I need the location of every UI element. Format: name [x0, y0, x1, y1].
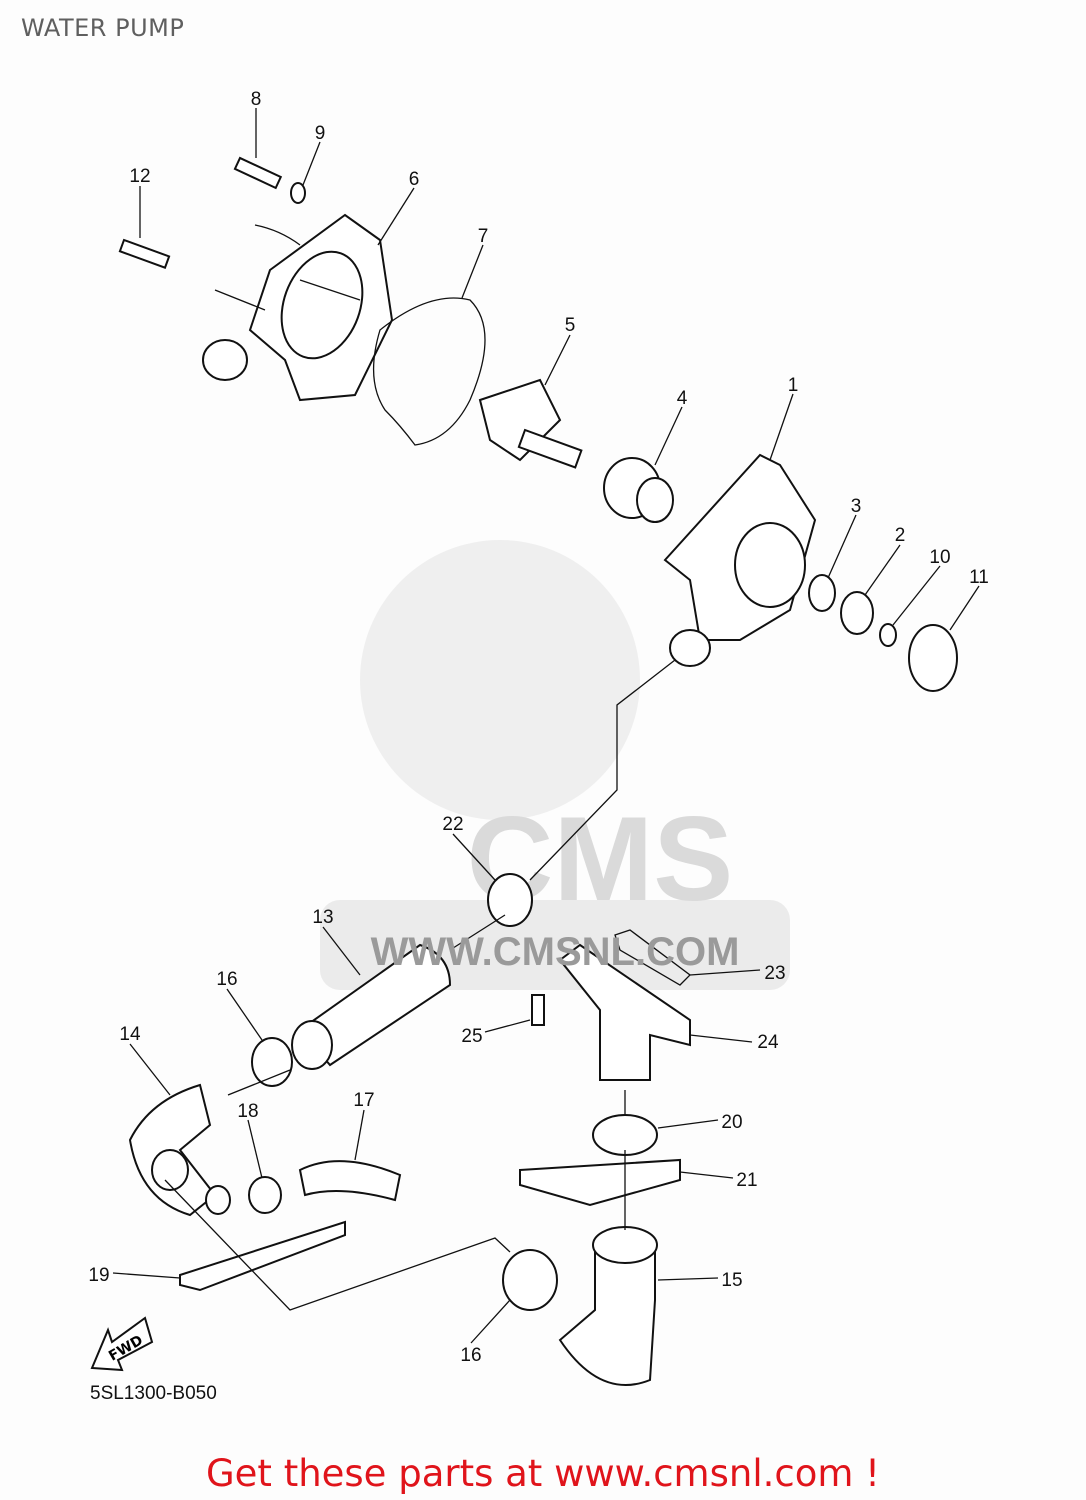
clamp-16b[interactable]	[502, 1249, 558, 1311]
page-title: WATER PUMP	[21, 14, 185, 42]
impeller-5[interactable]	[478, 378, 583, 469]
circlip-10[interactable]	[879, 623, 897, 647]
callout-1[interactable]: 1	[788, 375, 799, 396]
callout-6[interactable]: 6	[409, 169, 420, 190]
fwd-arrow-icon: FWD	[90, 1316, 154, 1372]
clamp-16a[interactable]	[251, 1037, 293, 1087]
callout-20[interactable]: 20	[721, 1112, 742, 1133]
callout-25[interactable]: 25	[461, 1026, 482, 1047]
callout-3[interactable]: 3	[851, 496, 862, 517]
callout-16[interactable]: 16	[216, 969, 237, 990]
pump-housing-1[interactable]	[663, 453, 817, 667]
bolt-12[interactable]	[118, 238, 171, 269]
callout-14[interactable]: 14	[119, 1024, 141, 1045]
footer-link[interactable]: Get these parts at www.cmsnl.com !	[205, 1452, 880, 1495]
callout-11[interactable]: 11	[969, 567, 989, 588]
hose-17[interactable]	[298, 1160, 402, 1202]
bracket-19[interactable]	[179, 1220, 346, 1292]
watermark: CMS	[320, 540, 790, 990]
callout-23[interactable]: 23	[764, 963, 785, 984]
callout-13[interactable]: 13	[312, 907, 333, 928]
callout-19[interactable]: 19	[88, 1265, 109, 1286]
callouts: 8 9 12 6 7 5 4 1 3 2 10 11 22 13 16 14 2…	[88, 89, 988, 1366]
hose-13[interactable]	[291, 943, 452, 1070]
callout-18[interactable]: 18	[237, 1101, 258, 1122]
bolt-8[interactable]	[233, 156, 283, 190]
clamp-20[interactable]	[592, 1114, 658, 1156]
callout-21[interactable]: 21	[736, 1170, 757, 1191]
pipe-15[interactable]	[558, 1226, 658, 1386]
callout-9[interactable]: 9	[315, 123, 326, 144]
callout-2[interactable]: 2	[895, 525, 906, 546]
callout-16b[interactable]: 16	[460, 1345, 481, 1366]
clamp-22[interactable]	[487, 873, 533, 927]
pipe-14[interactable]	[128, 1083, 231, 1217]
callout-17[interactable]: 17	[353, 1090, 374, 1111]
screw-25[interactable]	[531, 994, 545, 1026]
callout-7[interactable]: 7	[478, 226, 489, 247]
clamp-18[interactable]	[248, 1176, 282, 1214]
seal-4[interactable]	[603, 457, 674, 523]
bracket-21[interactable]	[519, 1158, 681, 1207]
callout-10[interactable]: 10	[929, 547, 950, 568]
callout-12[interactable]: 12	[129, 166, 150, 187]
callout-24[interactable]: 24	[757, 1032, 779, 1053]
callout-15[interactable]: 15	[721, 1270, 742, 1291]
washer-9[interactable]	[290, 182, 306, 204]
callout-8[interactable]: 8	[251, 89, 262, 110]
o-ring-7[interactable]	[372, 297, 486, 446]
bearing-3[interactable]	[808, 574, 836, 612]
thermostat-cover-24[interactable]	[558, 943, 691, 1081]
callout-4[interactable]: 4	[677, 388, 688, 409]
watermark-url: WWW.CMSNL.COM	[371, 930, 740, 974]
leader-lines	[112, 108, 980, 1344]
o-ring-11[interactable]	[908, 624, 958, 692]
callout-22[interactable]: 22	[442, 814, 463, 835]
pump-cover[interactable]	[202, 213, 394, 402]
gasket-23[interactable]	[614, 929, 691, 986]
diagram-code: 5SL1300-B050	[90, 1383, 217, 1404]
bearing-2[interactable]	[840, 591, 874, 635]
callout-5[interactable]: 5	[565, 315, 576, 336]
